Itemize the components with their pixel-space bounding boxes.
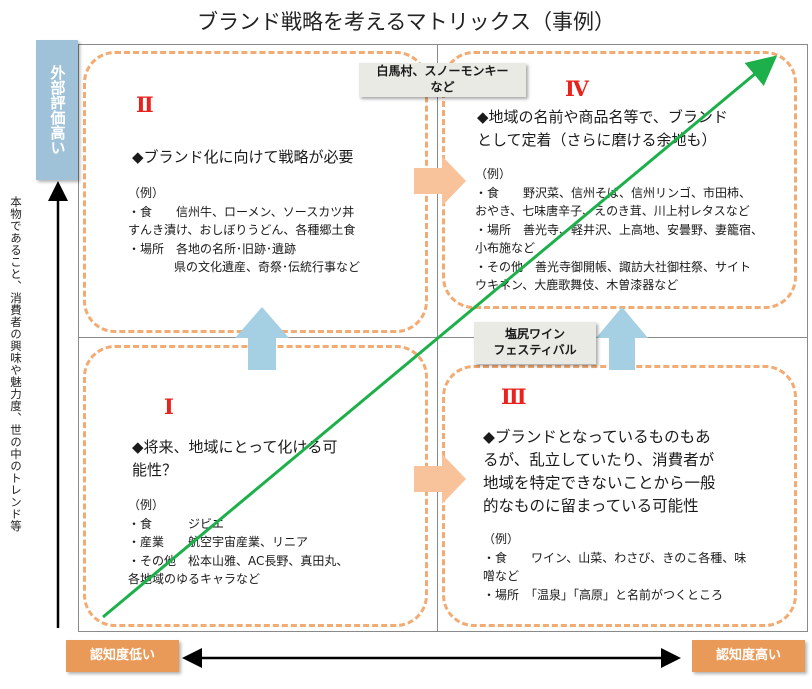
quadrant-3-examples: （例） ・食 ワイン、山菜、わさび、きのこ各種、味 噌など ・場所 「温泉」「高… — [483, 530, 746, 604]
example-line: ・場所 「温泉」「高原」と名前がつくところ — [483, 587, 724, 602]
quadrant-2-heading: ◆ブランド化に向けて戦略が必要 — [132, 148, 354, 166]
quadrant-3: Ⅲ ◆ブランドとなっているものもあ るが、乱立していたり、消費者が 地域を特定で… — [442, 365, 797, 627]
x-axis-low-label: 認知度低い — [66, 640, 179, 672]
example-line: すんき漬け、おしぼりうどん、各種郷土食 — [128, 223, 356, 237]
up-arrow-left — [235, 307, 289, 370]
example-line: おやき、七味唐辛子、えのき茸、川上村レタスなど — [475, 204, 750, 218]
example-line: ・その他 善光寺御開帳、諏訪大社御柱祭、サイト — [475, 259, 752, 274]
quadrant-2: Ⅱ ◆ブランド化に向けて戦略が必要 （例） ・食 信州牛、ローメン、ソースカツ丼… — [83, 51, 428, 333]
quadrant-3-numeral: Ⅲ — [501, 384, 527, 409]
example-line: 小布施など — [475, 241, 536, 255]
matrix-grid — [78, 44, 808, 632]
example-label: （例） — [128, 498, 165, 512]
quadrant-4-numeral: Ⅳ — [565, 76, 589, 101]
example-line: ・その他 松本山雅、AC長野、真田丸、 — [128, 553, 349, 568]
right-arrow-bottom — [414, 454, 466, 504]
callout-shiojiri: 塩尻ワイン フェスティバル — [474, 322, 596, 364]
example-line: 県の文化遺産、奇祭･伝統行事など — [174, 260, 361, 274]
example-line: 各地域のゆるキャラなど — [128, 572, 261, 586]
quadrant-2-numeral: Ⅱ — [136, 92, 154, 117]
quadrant-1-examples: （例） ・食 ジビエ ・産業 航空宇宙産業、リニア ・その他 松本山雅、AC長野… — [128, 496, 348, 589]
quadrant-4-heading: ◆地域の名前や商品名等で、ブランド として定着（さらに磨ける余地も） — [477, 108, 728, 149]
quadrant-1: Ⅰ ◆将来、地域にとって化ける可 能性？ （例） ・食 ジビエ ・産業 航空宇宙… — [83, 345, 428, 627]
grid-horizontal-divider — [78, 337, 808, 338]
right-arrow-top — [414, 156, 466, 206]
quadrant-1-numeral: Ⅰ — [164, 394, 174, 419]
example-line: 噌など — [483, 569, 520, 583]
example-line: ・産業 航空宇宙産業、リニア — [128, 535, 309, 549]
trend-line — [102, 55, 778, 619]
example-label: （例） — [128, 186, 165, 200]
example-line: ウキネン、大鹿歌舞伎、木曽漆器など — [475, 278, 679, 292]
callout-shirouma: 白馬村、スノーモンキー など — [359, 63, 526, 97]
x-axis-high-label: 認知度高い — [692, 640, 805, 672]
y-axis-high-label: 外部評価高い — [36, 40, 78, 180]
quadrant-3-heading: ◆ブランドとなっているものもあ るが、乱立していたり、消費者が 地域を特定できな… — [483, 428, 716, 515]
example-label: （例） — [483, 532, 520, 546]
example-label: （例） — [475, 167, 512, 181]
example-line: ・食 ジビエ — [128, 516, 225, 531]
y-axis-description: 本物であること、消費者の興味や魅力度、世の中のトレンド等 — [9, 196, 23, 532]
quadrant-1-heading: ◆将来、地域にとって化ける可 能性？ — [132, 438, 338, 479]
example-line: ・食 ワイン、山菜、わさび、きのこ各種、味 — [483, 550, 747, 565]
page-title: ブランド戦略を考えるマトリックス（事例） — [197, 10, 615, 34]
example-line: ・場所 各地の名所･旧跡･遺跡 — [128, 241, 297, 256]
up-arrow-right — [596, 307, 648, 370]
example-line: ・食 信州牛、ローメン、ソースカツ丼 — [128, 204, 355, 219]
example-line: ・場所 善光寺、軽井沢、上高地、安曇野、妻籠宿、 — [475, 222, 764, 237]
quadrant-2-examples: （例） ・食 信州牛、ローメン、ソースカツ丼 すんき漬け、おしぼりうどん、各種郷… — [128, 184, 360, 277]
